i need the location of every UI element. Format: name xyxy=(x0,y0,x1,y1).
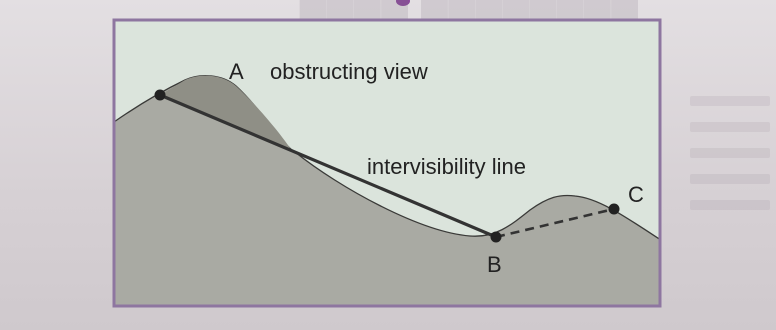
decorative-purple-mark xyxy=(396,0,410,6)
background-text-line xyxy=(690,122,770,132)
label-b: B xyxy=(487,252,502,277)
label-a: A xyxy=(229,59,244,84)
background-text-line xyxy=(690,200,770,210)
diagram-frame xyxy=(112,18,662,308)
obstruction-area xyxy=(160,75,292,151)
dashed-sightline xyxy=(495,207,615,239)
label-intervisibility-line: intervisibility line xyxy=(367,154,526,179)
background-text-line xyxy=(690,148,770,158)
point-a-marker xyxy=(154,89,166,101)
label-obstructing-view: obstructing view xyxy=(270,59,428,84)
background-text-line xyxy=(690,96,770,106)
point-c-marker xyxy=(608,203,620,215)
background-text-line xyxy=(690,174,770,184)
label-c: C xyxy=(628,182,644,207)
point-b-marker xyxy=(490,231,502,243)
intervisibility-line xyxy=(158,93,498,239)
